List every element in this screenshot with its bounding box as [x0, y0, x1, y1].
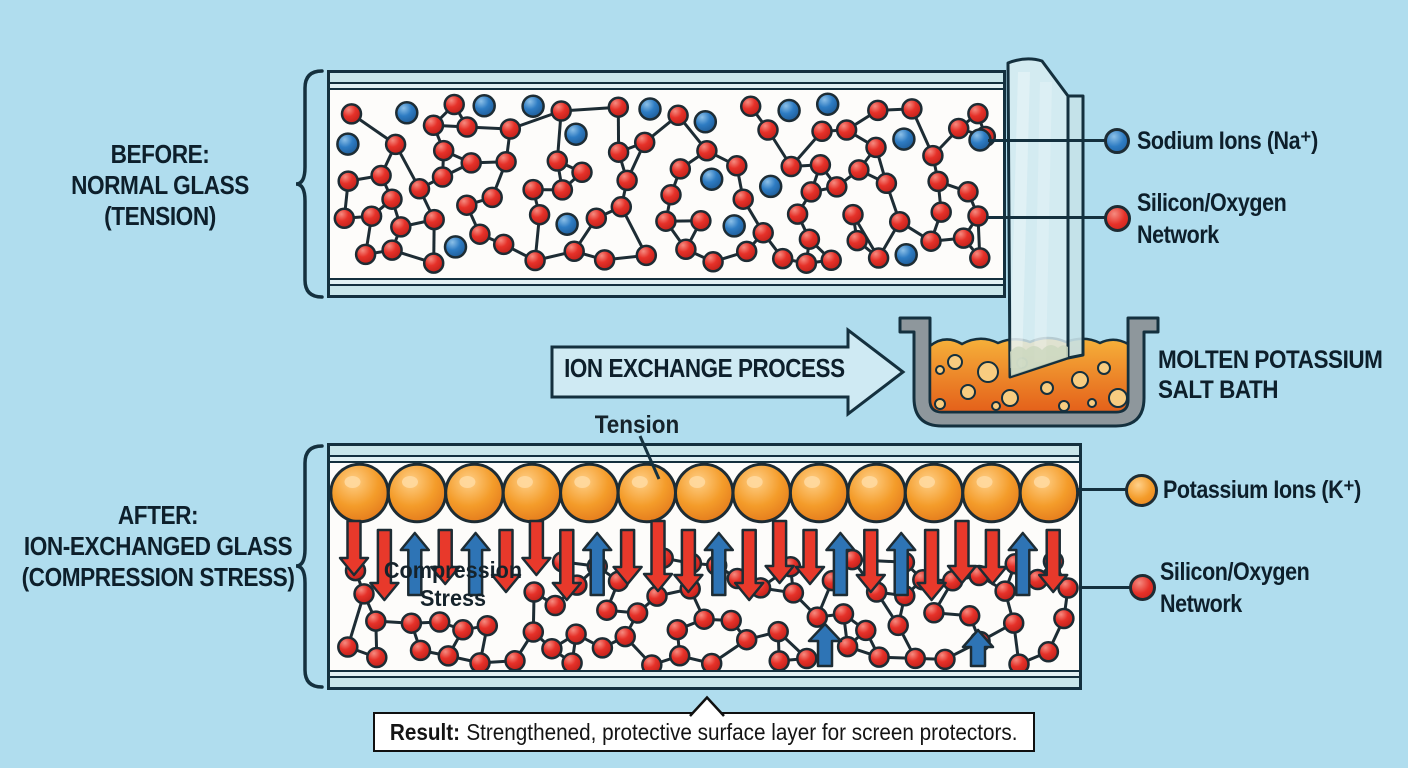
salt-bath-label-line2: SALT BATH	[1158, 376, 1279, 404]
after-glass-bottom-surface	[330, 670, 1079, 687]
silicon-oxygen-sphere-icon	[1129, 574, 1156, 601]
result-text-wrap: Result:Strengthened, protective surface …	[390, 719, 1018, 746]
ion-exchange-arrow	[550, 326, 906, 418]
after-label-line1: AFTER:	[117, 500, 199, 530]
after-panel-content	[330, 463, 1079, 670]
after-section-label: AFTER: ION-EXCHANGED GLASS (COMPRESSION …	[21, 500, 296, 593]
potassium-ions-label: Potassium Ions (K⁺)	[1163, 476, 1361, 504]
after-glass-panel	[327, 443, 1082, 690]
compression-label-line1: Compression	[383, 557, 523, 583]
before-glass-top-surface	[330, 73, 1003, 90]
process-arrow-label-wrap: ION EXCHANGE PROCESS	[560, 347, 848, 391]
sodium-ions-label: Sodium Ions (Na⁺)	[1137, 127, 1318, 155]
before-label-line2: NORMAL GLASS	[71, 170, 249, 200]
glass-sheet-side-face	[1066, 94, 1085, 360]
potassium-leader-line	[1076, 488, 1127, 491]
sodium-ion-sphere-icon	[1104, 128, 1130, 154]
silicon-oxygen-sphere-icon	[1104, 205, 1131, 232]
before-section-label: BEFORE: NORMAL GLASS (TENSION)	[25, 139, 295, 232]
sodium-leader-line	[988, 139, 1106, 142]
silicon-oxygen-network-label: Silicon/Oxygen Network	[1137, 189, 1287, 249]
silicon-oxygen-network-label: Silicon/Oxygen Network	[1160, 558, 1310, 618]
after-label-line2: ION-EXCHANGED GLASS	[23, 531, 293, 561]
process-arrow-label: ION EXCHANGE PROCESS	[563, 354, 845, 383]
glass-sheet	[1006, 57, 1085, 379]
process-arrow-shape	[550, 326, 906, 418]
before-glass-panel	[327, 70, 1006, 298]
after-brace	[295, 444, 324, 689]
salt-bath-label: MOLTEN POTASSIUM SALT BATH	[1158, 345, 1383, 405]
after-label-line3: (COMPRESSION STRESS)	[21, 562, 295, 592]
compression-stress-label: Compression Stress	[380, 556, 525, 612]
compression-label-line2: Stress	[419, 585, 487, 611]
glass-highlight-streak	[1034, 82, 1052, 362]
before-label-line3: (TENSION)	[104, 201, 216, 231]
potassium-ion-sphere-icon	[1125, 474, 1158, 507]
tension-label: Tension	[594, 411, 680, 439]
salt-bath-label-line1: MOLTEN POTASSIUM	[1158, 346, 1383, 374]
before-label-line1: BEFORE:	[110, 139, 210, 169]
silicon-top-leader-line	[986, 216, 1106, 219]
submerged-meniscus	[1010, 344, 1068, 376]
silicon-bottom-leader-line	[1080, 586, 1131, 589]
result-text: Strengthened, protective surface layer f…	[466, 718, 1018, 745]
before-glass-bottom-surface	[330, 278, 1003, 295]
result-prefix: Result:	[390, 718, 461, 745]
result-callout: Result:Strengthened, protective surface …	[373, 712, 1035, 752]
glass-highlight-streak	[1010, 72, 1030, 368]
after-glass-top-surface	[330, 446, 1079, 463]
before-molecular-network	[333, 92, 997, 274]
before-brace	[295, 69, 324, 299]
